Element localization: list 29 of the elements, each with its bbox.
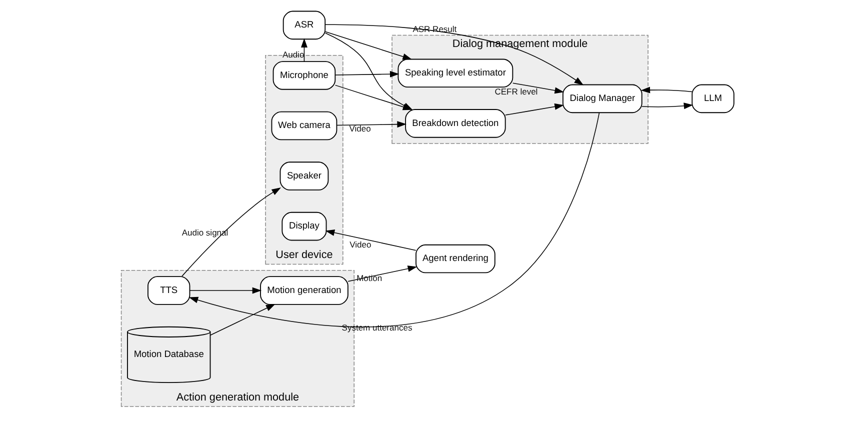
arrow [300, 38, 308, 62]
arrow [505, 103, 564, 116]
node-box: Speaker [280, 162, 329, 190]
arrow [325, 230, 416, 251]
node-box: Agent rendering [416, 244, 496, 274]
node-box: Breakdown detection [405, 109, 506, 138]
arrow [190, 287, 262, 294]
arrow [642, 102, 694, 110]
arrow [336, 121, 406, 128]
arrow [334, 70, 400, 78]
node-box: TTS [148, 276, 190, 305]
arrow [324, 31, 412, 60]
node-box: Microphone [272, 61, 336, 90]
node-box: LLM [692, 84, 734, 114]
node-box: Web camera [271, 111, 338, 140]
arrow [640, 86, 692, 94]
node-box: Dialog Manager [562, 84, 642, 114]
arrow [182, 187, 282, 277]
arrow [324, 24, 584, 86]
edge-label: Video [350, 239, 372, 250]
node-box: ASR [282, 10, 326, 40]
node-box: Motion generation [260, 276, 348, 305]
edge-label: CEFR level [494, 86, 538, 96]
arrow [512, 82, 564, 94]
arrow [188, 112, 600, 328]
arrow [210, 304, 276, 336]
node-box: Display [282, 212, 327, 241]
node-box: Speaking level estimator [398, 58, 514, 88]
edge-label: Video [349, 124, 371, 134]
